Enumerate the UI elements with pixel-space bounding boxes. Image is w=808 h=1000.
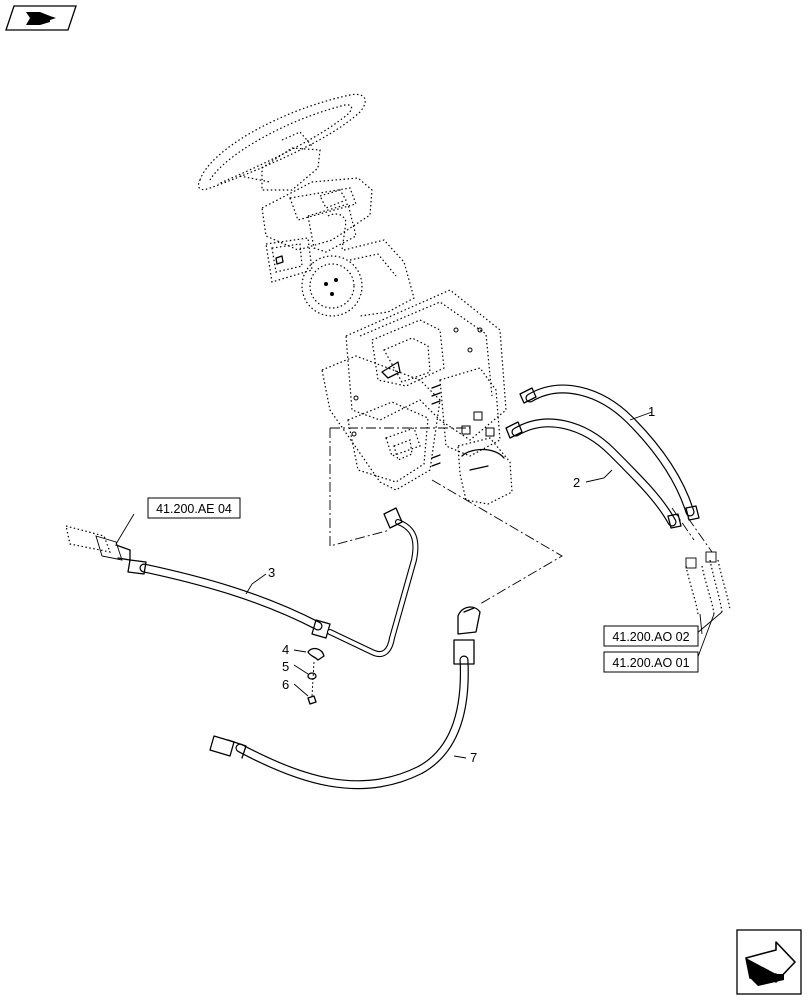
hose-item-3[interactable] xyxy=(127,507,419,658)
phantom-reference-lines xyxy=(329,427,713,605)
pump-fitting-reference xyxy=(65,525,131,561)
hose-item-2[interactable] xyxy=(505,418,682,529)
ref-box-ao01[interactable]: 41.200.AO 01 xyxy=(603,651,699,673)
callout-3: 3 xyxy=(268,565,275,580)
callout-5: 5 xyxy=(282,659,289,674)
steering-column-assembly xyxy=(197,93,513,505)
hose-fittings-reference xyxy=(685,551,731,615)
next-page-arrow-icon[interactable] xyxy=(736,929,802,995)
steering-wheel xyxy=(197,93,366,191)
clamp-item-4[interactable] xyxy=(307,647,325,661)
callout-7: 7 xyxy=(470,750,477,765)
catalog-book-icon[interactable] xyxy=(5,5,77,31)
svg-text:41.200.AE 04: 41.200.AE 04 xyxy=(156,502,232,516)
ref-box-ae04[interactable]: 41.200.AE 04 xyxy=(147,497,241,519)
svg-text:41.200.AO 01: 41.200.AO 01 xyxy=(612,656,689,670)
ref-box-ao02[interactable]: 41.200.AO 02 xyxy=(603,625,699,647)
callout-4: 4 xyxy=(282,642,289,657)
leader-lines xyxy=(115,411,723,759)
callout-labels: 1 2 3 4 5 6 7 xyxy=(268,404,655,765)
callout-6: 6 xyxy=(282,677,289,692)
callout-2: 2 xyxy=(573,475,580,490)
bolt-item-6[interactable] xyxy=(307,661,317,705)
spacer-item-5[interactable] xyxy=(307,672,317,680)
svg-text:41.200.AO 02: 41.200.AO 02 xyxy=(612,630,689,644)
callout-1: 1 xyxy=(648,404,655,419)
hose-item-7[interactable] xyxy=(209,606,481,790)
